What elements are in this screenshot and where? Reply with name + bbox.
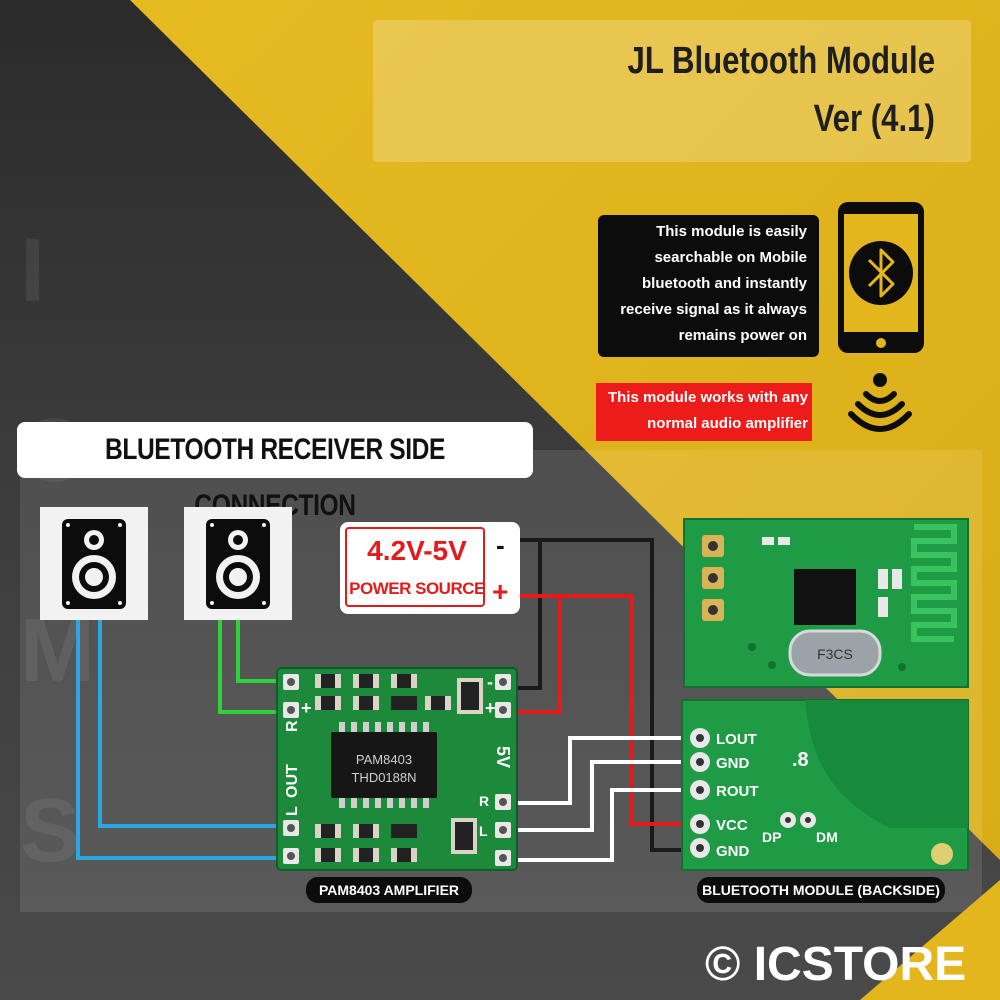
- info-box: This module is easily searchable on Mobi…: [598, 215, 819, 357]
- info-line: remains power on: [678, 327, 807, 344]
- phone-icon: [838, 202, 924, 353]
- power-label: POWER SOURCE: [349, 579, 485, 598]
- wire-black: [518, 538, 690, 852]
- wire-blue: [98, 620, 288, 828]
- crystal-label: F3CS: [817, 646, 853, 662]
- amp-out-label: OUT: [284, 764, 301, 798]
- info-line: searchable on Mobile: [654, 249, 807, 266]
- amp-plus-left: +: [301, 698, 312, 718]
- amp-minus-right: -: [487, 672, 493, 692]
- bt-module-caption: BLUETOOTH MODULE (BACKSIDE): [697, 877, 945, 903]
- power-source: 4.2V-5V POWER SOURCE - +: [340, 522, 520, 614]
- amplifier-caption: PAM8403 AMPLIFIER: [306, 877, 472, 903]
- section-title: BLUETOOTH RECEIVER SIDE CONNECTION: [17, 422, 533, 522]
- compat-box: This module works with any normal audio …: [596, 383, 812, 441]
- power-label-box: 4.2V-5V POWER SOURCE: [345, 527, 485, 607]
- power-plus: +: [492, 576, 509, 607]
- bluetooth-icon: [867, 248, 895, 298]
- speaker-right: [184, 507, 292, 620]
- amp-plus-right: +: [485, 698, 496, 718]
- amp-r-label-right: R: [479, 793, 489, 809]
- wire-red: [518, 594, 690, 826]
- module-number: .8: [792, 749, 809, 771]
- pin-lout: LOUT: [716, 731, 757, 748]
- amp-l-label: L: [284, 806, 301, 816]
- amp-r-label: R: [284, 720, 301, 732]
- pin-rout: ROUT: [716, 783, 759, 800]
- pin-gnd-2: GND: [716, 843, 750, 860]
- power-minus: -: [496, 530, 505, 560]
- pin-dm: DM: [816, 829, 838, 845]
- amplifier-board: PAM8403 THD0188N + + - R L OUT 5V R L: [276, 667, 518, 871]
- speaker-left: [40, 507, 148, 620]
- title-panel: JL Bluetooth Module Ver (4.1): [373, 20, 971, 162]
- compat-line: This module works with any: [607, 389, 808, 406]
- power-voltage: 4.2V-5V: [367, 535, 467, 566]
- signal-icon: [848, 373, 912, 432]
- chip-label-1: PAM8403: [356, 752, 412, 767]
- info-line: receive signal as it always: [620, 301, 807, 318]
- pin-vcc: VCC: [716, 817, 748, 834]
- wire-white: [512, 736, 690, 805]
- wire-green: [218, 620, 288, 714]
- info-line: bluetooth and instantly: [642, 275, 807, 292]
- wire-blue: [76, 620, 288, 860]
- amp-5v-label: 5V: [493, 746, 513, 768]
- watermark-letter: I: [20, 221, 46, 321]
- wire-white: [512, 788, 690, 862]
- bt-module-back: LOUT GND ROUT VCC GND DP DM .8: [681, 699, 969, 871]
- watermark-letter: S: [20, 781, 81, 881]
- title-line-1: JL Bluetooth Module: [627, 40, 935, 82]
- amp-l-label-right: L: [479, 823, 488, 839]
- speaker-icon: [62, 519, 126, 609]
- wire-green: [236, 620, 288, 683]
- pin-dp: DP: [762, 829, 781, 845]
- chip-label-2: THD0188N: [351, 770, 416, 785]
- wire-white: [512, 760, 690, 832]
- copyright: © ICSTORE: [705, 938, 967, 991]
- bt-module-front: F3CS: [683, 518, 969, 688]
- pin-gnd-1: GND: [716, 755, 750, 772]
- compat-line: normal audio amplifier: [647, 415, 808, 432]
- title-line-2: Ver (4.1): [813, 98, 935, 140]
- info-line: This module is easily: [656, 223, 807, 240]
- speaker-icon: [206, 519, 270, 609]
